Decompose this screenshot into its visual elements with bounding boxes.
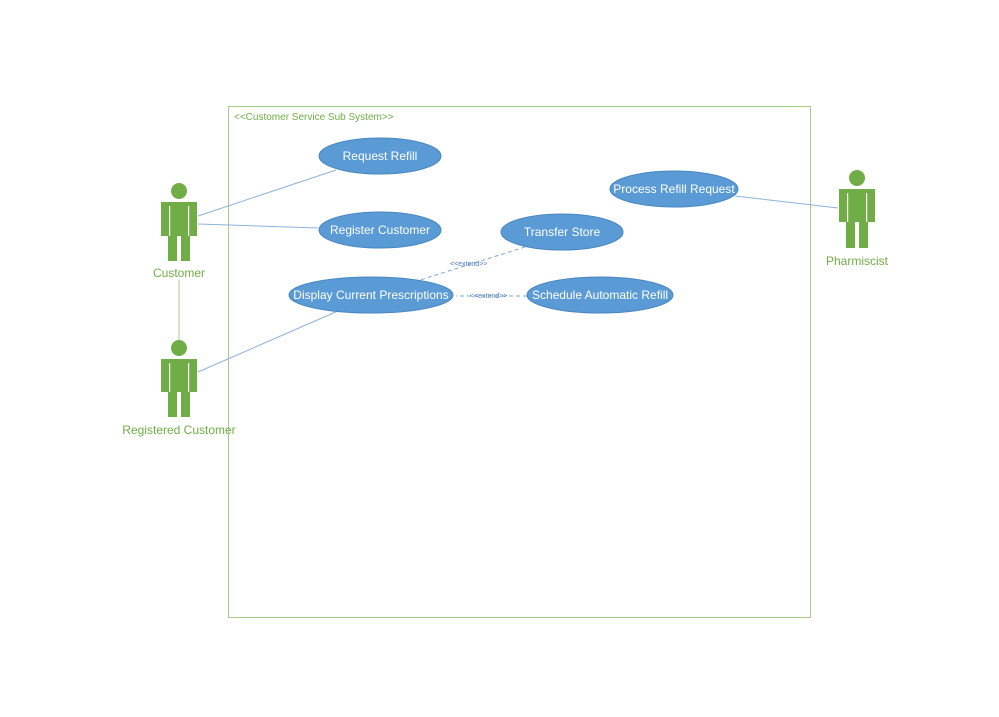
use-case-ellipse [318, 211, 442, 249]
actor-label: Pharmiscist [826, 254, 889, 268]
use-case-ellipse [500, 213, 624, 251]
association-pharmacist-process-refill [734, 195, 839, 209]
use-case-ellipse [318, 137, 442, 175]
use-case-label: Request Refill [343, 149, 418, 163]
actor-label: Customer [153, 266, 205, 280]
actor-customer[interactable]: Customer [153, 183, 205, 280]
association-customer-request-refill [197, 169, 337, 217]
actor-registered-customer[interactable]: Registered Customer [122, 340, 236, 437]
use-case-label: Schedule Automatic Refill [532, 288, 668, 302]
use-case-ellipse [288, 276, 454, 314]
use-case-label: Register Customer [330, 223, 430, 237]
extend-label-schedule-refill: <<extend>> [470, 293, 507, 300]
extend-label-transfer-store: <<extend>> [450, 261, 487, 268]
use-case-request-refill[interactable]: Request Refill [318, 137, 442, 175]
actor-figure-icon [161, 183, 197, 261]
use-case-ellipse [526, 276, 674, 314]
use-case-schedule-automatic-refill[interactable]: Schedule Automatic Refill [526, 276, 674, 314]
actor-label: Registered Customer [122, 423, 235, 437]
association-customer-register-customer [197, 223, 319, 229]
use-case-label: Process Refill Request [613, 182, 735, 196]
use-case-label: Transfer Store [524, 225, 601, 239]
system-boundary-label: <<Customer Service Sub System>> [234, 112, 394, 123]
system-boundary [228, 106, 811, 618]
actor-pharmacist[interactable]: Pharmiscist [826, 170, 889, 268]
use-case-label: Display Current Prescriptions [293, 288, 448, 302]
association-registered-customer-display-prescriptions [197, 310, 339, 373]
use-case-register-customer[interactable]: Register Customer [318, 211, 442, 249]
actor-figure-icon [839, 170, 875, 248]
use-case-transfer-store[interactable]: Transfer Store [500, 213, 624, 251]
use-case-process-refill-request[interactable]: Process Refill Request [609, 170, 739, 208]
use-case-display-current-prescriptions[interactable]: Display Current Prescriptions [288, 276, 454, 314]
actor-figure-icon [161, 340, 197, 417]
use-case-ellipse [609, 170, 739, 208]
extend-line-transfer-store [419, 246, 526, 281]
